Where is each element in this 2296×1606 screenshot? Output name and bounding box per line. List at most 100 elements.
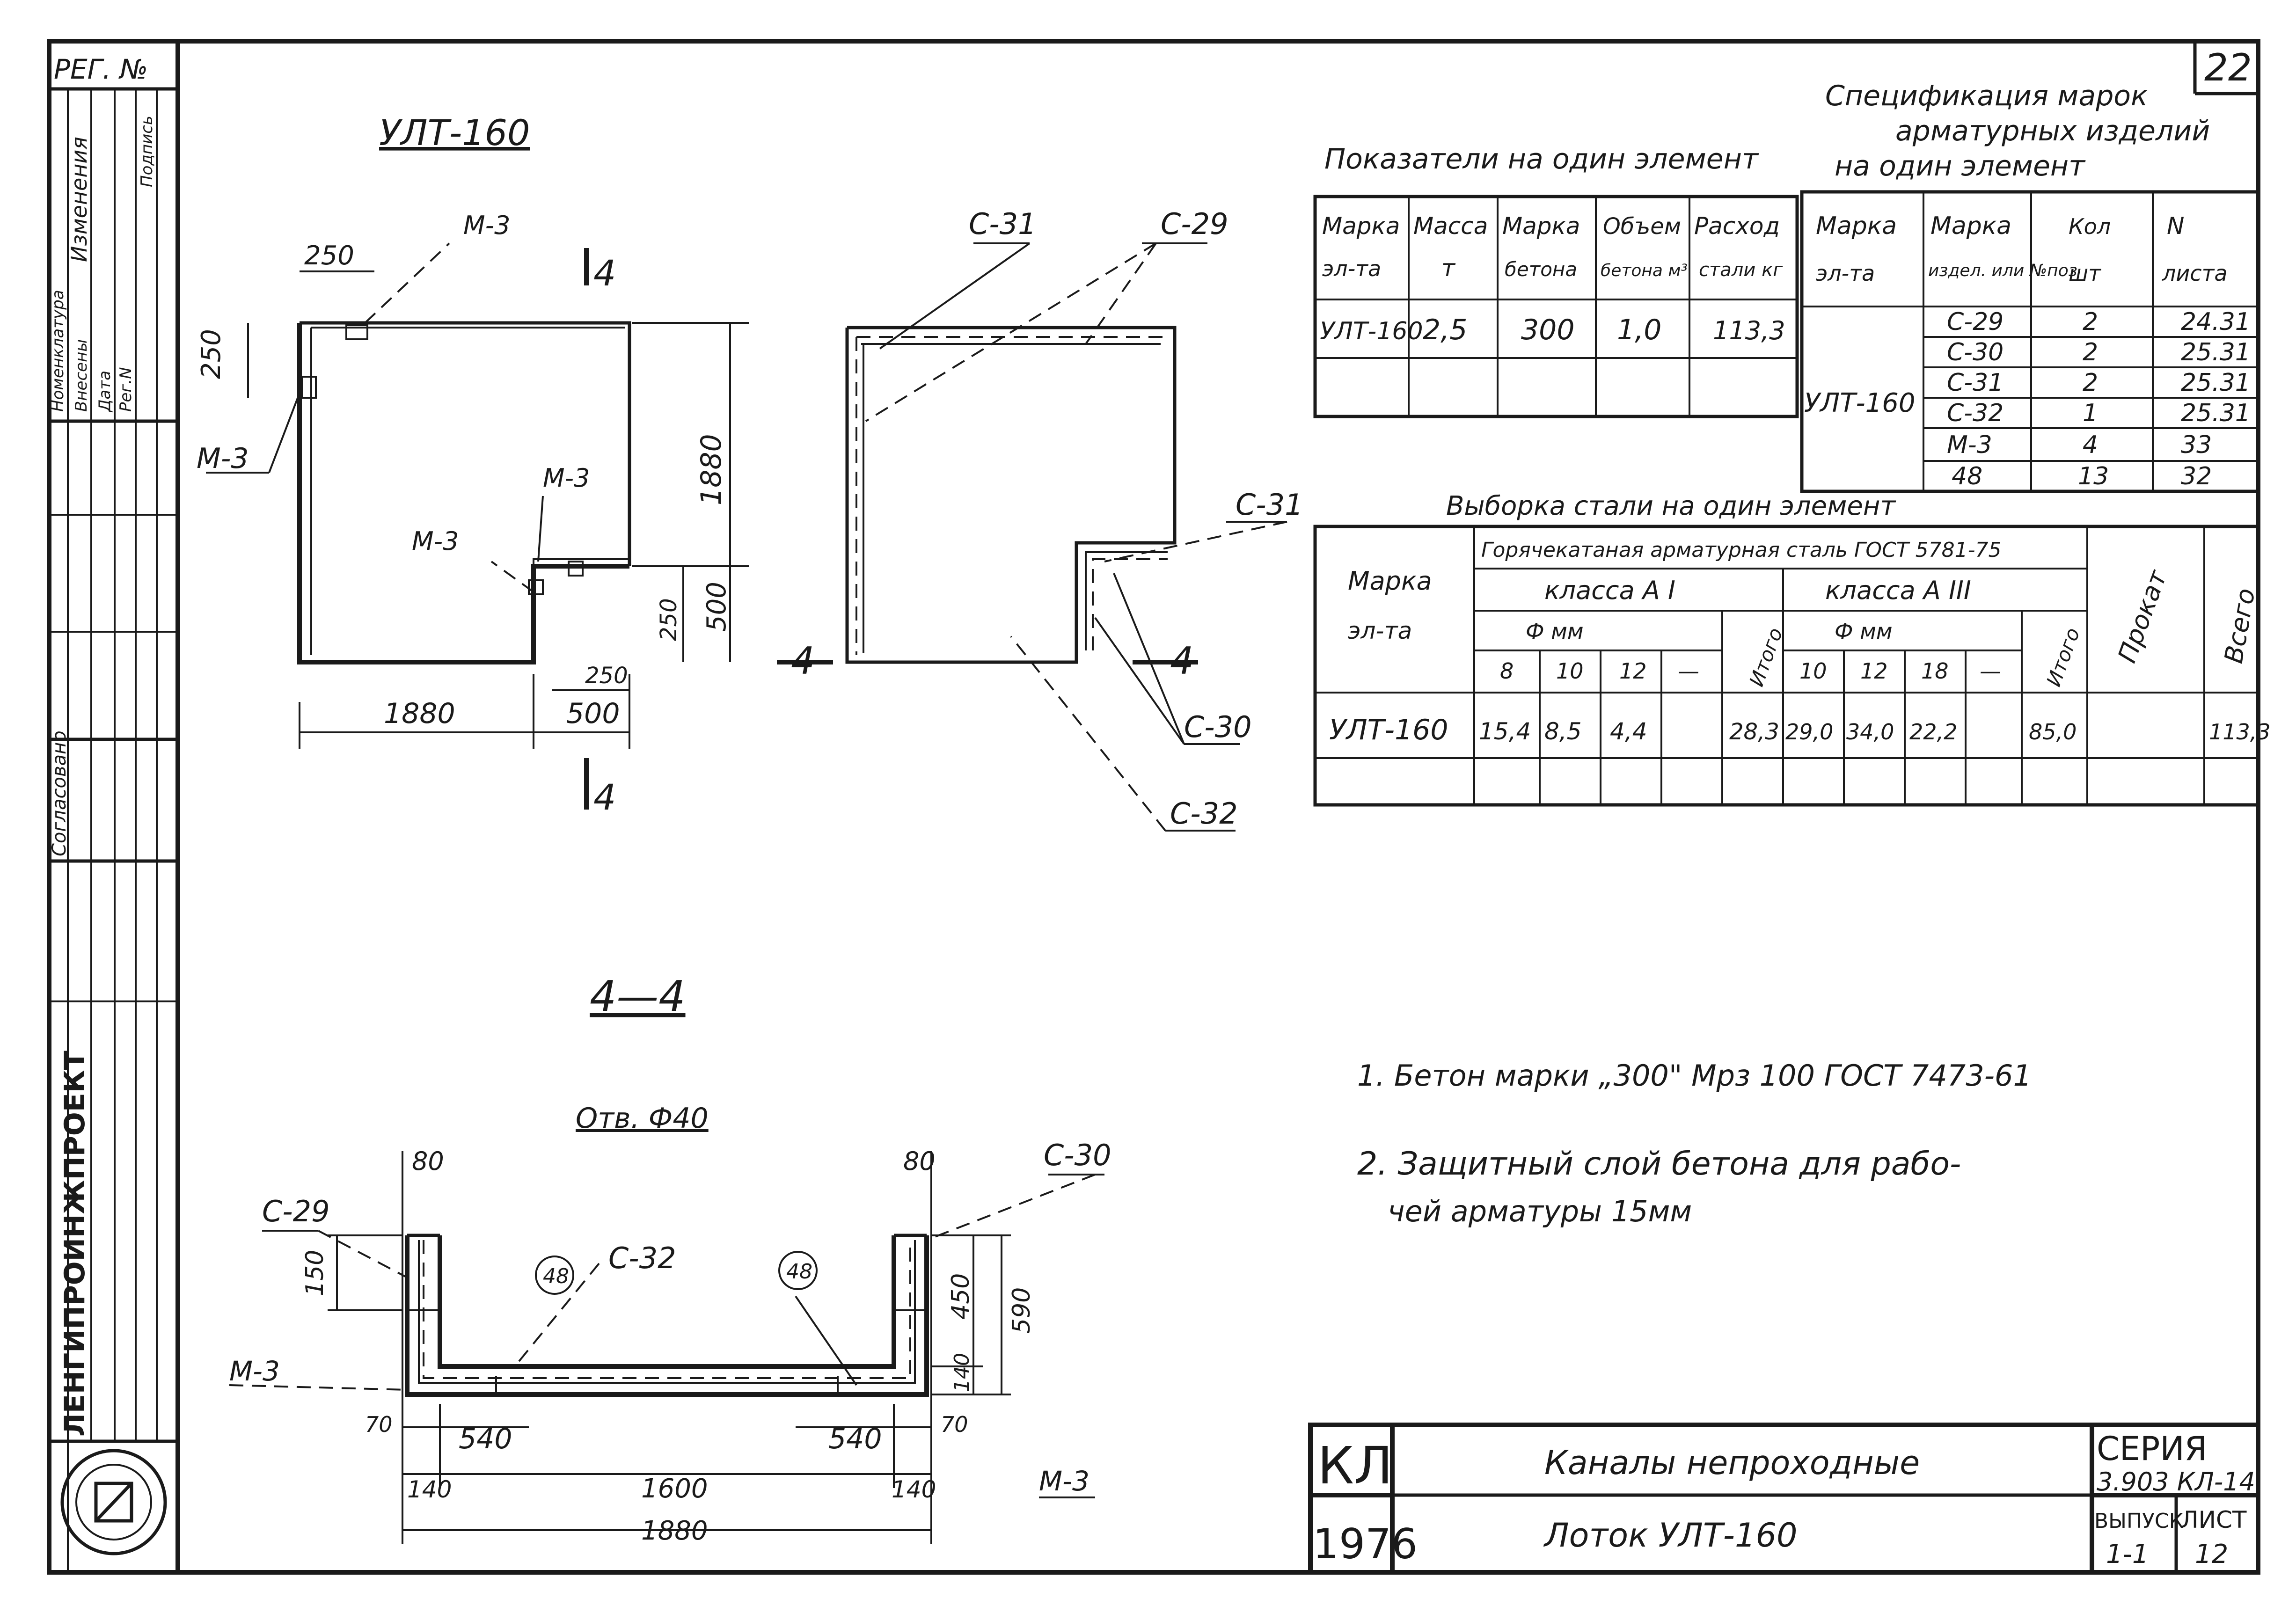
spec-table <box>1800 190 2260 493</box>
plan-dim-250-top: 250 <box>304 241 354 271</box>
spec-h1b: эл-та <box>1816 261 1875 286</box>
steel-vsego: Всего <box>2219 586 2261 665</box>
steel-title: Выборка стали на один элемент <box>1446 491 1896 521</box>
sec-dim-1600: 1600 <box>641 1474 708 1504</box>
steel-row-a1-1: 15,4 <box>1479 718 1531 745</box>
rebar-label-c31-top: С-31 <box>969 207 1037 241</box>
ind-h1b: эл-та <box>1322 256 1381 281</box>
steel-prokat: Прокат <box>2112 566 2173 667</box>
steel-row-a3-2: 34,0 <box>1846 719 1894 745</box>
rebar-label-c32: С-32 <box>1170 796 1238 831</box>
spec-r1-mark: С-29 <box>1947 308 2004 336</box>
sec-dim-140r: 140 <box>892 1476 936 1503</box>
tb-item: Лоток УЛТ-160 <box>1543 1516 1798 1555</box>
rebar-label-c29: С-29 <box>1161 207 1228 241</box>
steel-mark-h1: Марка <box>1348 566 1432 596</box>
ind-cell-volume: 1,0 <box>1617 314 1661 346</box>
left-stamp <box>49 89 178 1572</box>
sec-dim-70l: 70 <box>365 1412 393 1437</box>
spec-r4-qty: 1 <box>2083 399 2098 427</box>
spec-r3-qty: 2 <box>2083 369 2098 397</box>
plan-section-mark-bottom: 4 <box>593 776 616 818</box>
spec-title-1: Спецификация марок <box>1825 80 2148 112</box>
sec-dim-140l: 140 <box>407 1476 452 1503</box>
sec-label-c32: С-32 <box>608 1241 676 1275</box>
rebar-label-c30: С-30 <box>1184 710 1252 744</box>
steel-mark-h2: эл-та <box>1348 617 1412 644</box>
sec-dim-540r: 540 <box>828 1423 882 1455</box>
steel-d-a3-3: 18 <box>1921 658 1949 684</box>
steel-hot-rolled: Горячекатаная арматурная сталь ГОСТ 5781… <box>1481 538 2001 562</box>
spec-h2a: Марка <box>1930 212 2011 240</box>
spec-title-2: арматурных изделий <box>1895 115 2210 147</box>
ind-h2b: т <box>1441 255 1456 282</box>
spec-title-3: на один элемент <box>1835 150 2086 182</box>
spec-h1a: Марка <box>1816 212 1897 240</box>
ind-h2a: Масса <box>1413 212 1488 240</box>
spec-h3b: шт <box>2069 261 2101 286</box>
indicators-title: Показатели на один элемент <box>1324 143 1759 175</box>
tb-name: Каналы непроходные <box>1544 1444 1920 1482</box>
tb-series-label: СЕРИЯ <box>2097 1430 2207 1468</box>
sec-label-m3-right: М-3 <box>1039 1465 1090 1497</box>
spec-r6-mark: 48 <box>1952 462 1982 490</box>
ind-cell-mark: УЛТ-160 <box>1320 317 1423 345</box>
spec-element: УЛТ-160 <box>1804 388 1916 418</box>
ind-h3a: Марка <box>1502 212 1580 240</box>
title-block <box>1308 1423 2260 1575</box>
steel-row-a1-2: 8,5 <box>1544 718 1582 745</box>
plan-outline <box>206 242 749 810</box>
changes-col-5: Подпись <box>138 116 156 187</box>
spec-r5-qty: 4 <box>2083 431 2098 459</box>
ind-h5a: Расход <box>1694 212 1780 240</box>
sec-dim-80r: 80 <box>903 1146 936 1176</box>
sheet-number: 22 <box>2204 46 2252 89</box>
sec-pos-48a: 48 <box>543 1264 569 1288</box>
steel-table <box>1313 525 2260 807</box>
plan-dim-500-right: 500 <box>702 582 732 632</box>
changes-col-4: Рег.N <box>117 367 135 412</box>
ind-h4a: Объем <box>1603 213 1681 240</box>
sheet-frame <box>47 39 2260 1575</box>
steel-dia-a3: Ф мм <box>1835 619 1893 644</box>
tb-code: КЛ <box>1317 1436 1393 1496</box>
plan-dim-250-notch-v: 250 <box>656 598 682 641</box>
spec-r3-sheet: 25.31 <box>2181 369 2251 397</box>
sec-dim-150: 150 <box>301 1250 329 1296</box>
spec-r5-sheet: 33 <box>2181 431 2212 459</box>
note-2b: чей арматуры 15мм <box>1388 1194 1692 1228</box>
steel-row-vsego: 113,3 <box>2209 719 2271 745</box>
sec-dim-590: 590 <box>1008 1287 1036 1334</box>
changes-col-1: Номенклатура <box>49 290 67 412</box>
sec-dim-540l: 540 <box>459 1423 512 1455</box>
approved-label: Согласовано <box>49 730 70 856</box>
ind-h4b: бетона м³ <box>1601 261 1688 280</box>
spec-r2-sheet: 25.31 <box>2181 338 2251 366</box>
sec-dim-70r: 70 <box>941 1412 968 1437</box>
plan-dim-1880-bottom: 1880 <box>384 697 455 730</box>
spec-h2b: издел. или №поз <box>1928 261 2077 280</box>
plan-mark-m3-mid: М-3 <box>543 463 590 493</box>
section-hole: Отв. Ф40 <box>576 1102 709 1135</box>
rebar-section-mark-left: 4 <box>791 639 815 683</box>
spec-r4-mark: С-32 <box>1947 399 2004 427</box>
spec-r3-mark: С-31 <box>1947 369 2004 397</box>
sec-dim-140v: 140 <box>950 1353 974 1392</box>
steel-dia-a1: Ф мм <box>1526 619 1584 644</box>
steel-row-a3-3: 22,2 <box>1909 719 1957 745</box>
steel-d-a1-2: 10 <box>1556 658 1584 684</box>
steel-d-a3-2: 12 <box>1860 658 1888 684</box>
changes-header: Изменения <box>66 137 92 262</box>
note-2a: 2. Защитный слой бетона для рабо- <box>1357 1146 1961 1183</box>
spec-h4b: листа <box>2162 261 2228 286</box>
changes-col-3: Дата <box>95 371 114 413</box>
indicators-table <box>1313 195 1799 418</box>
steel-total-a3: Итого <box>2042 625 2084 689</box>
spec-h3a: Кол <box>2069 214 2111 239</box>
sec-dim-450: 450 <box>947 1273 975 1320</box>
org-name: ЛЕНГИПРОИНЖПРОЕКТ <box>58 1051 91 1437</box>
tb-issue: 1-1 <box>2106 1539 2149 1570</box>
section-title: 4—4 <box>590 972 686 1021</box>
plan-mark-m3-top: М-3 <box>463 211 510 240</box>
steel-row-a3-total: 85,0 <box>2029 719 2077 745</box>
